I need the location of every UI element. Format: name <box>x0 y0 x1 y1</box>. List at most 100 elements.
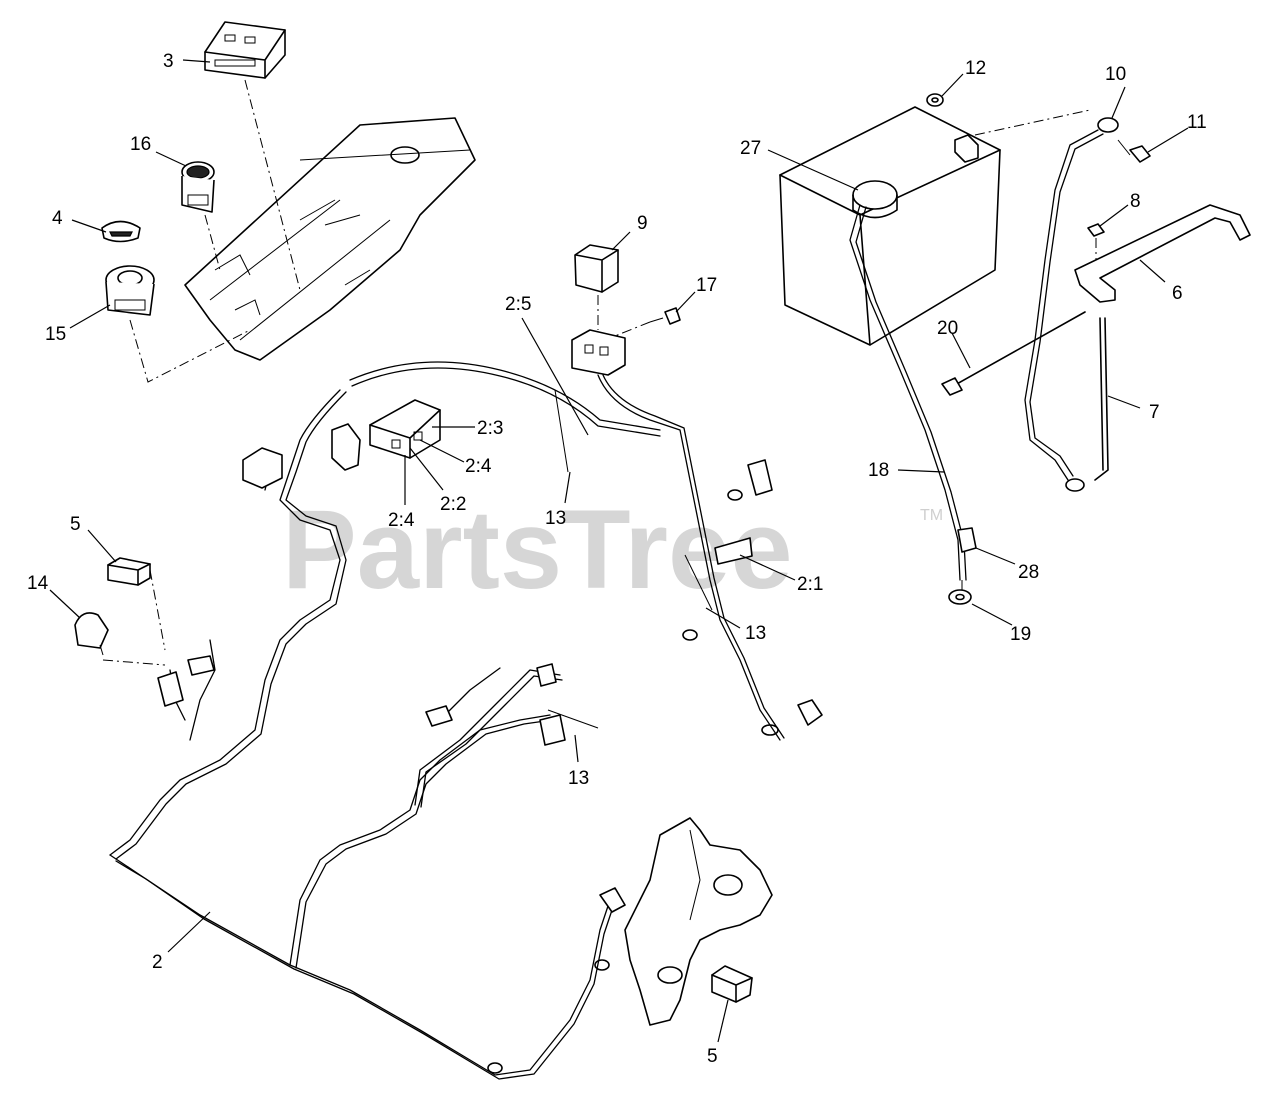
part-17-screw <box>649 307 681 325</box>
leader-line-16 <box>155 151 187 167</box>
leader-line-5b <box>717 999 729 1043</box>
callout-15: 15 <box>45 324 66 345</box>
callout-13a: 13 <box>545 508 566 529</box>
connector-right-harness <box>714 459 773 565</box>
callout-17: 17 <box>696 275 717 296</box>
leader-line-8 <box>1099 204 1129 227</box>
leader-line-7 <box>1107 395 1141 409</box>
leader-line-13c <box>574 734 579 763</box>
connector-top-left <box>242 447 283 489</box>
callout-3: 3 <box>163 51 174 72</box>
leader-line-12 <box>941 73 964 97</box>
callout-4: 4 <box>52 208 63 229</box>
battery-terminal-right <box>954 134 979 163</box>
part-12-washer <box>926 93 944 107</box>
callout-14: 14 <box>27 573 49 594</box>
part-9-relay <box>574 244 619 293</box>
watermark-text: PartsTree <box>282 487 793 612</box>
connector-left <box>157 655 215 707</box>
callout-2-3: 2:3 <box>477 418 503 439</box>
part-12-washer-hole <box>931 97 939 103</box>
part-2-wiring-harness <box>109 361 785 1080</box>
part-11-bolt <box>1117 139 1151 163</box>
leader-line-3 <box>182 59 211 63</box>
leader-line-14 <box>49 589 81 619</box>
part-10-negative-cable <box>1024 117 1119 492</box>
leader-line-17 <box>675 291 696 313</box>
relay-socket <box>571 329 626 376</box>
connector-center <box>425 663 566 746</box>
clip-13-middle <box>682 629 698 641</box>
callout-13b: 13 <box>745 623 766 644</box>
callout-2-4b: 2:4 <box>388 510 415 531</box>
callout-6: 6 <box>1172 283 1183 304</box>
part-19-washer <box>948 589 972 605</box>
battery-box <box>779 106 1001 346</box>
connector-multi-pin <box>331 423 361 471</box>
pedal-bracket <box>624 817 773 1026</box>
callout-8: 8 <box>1130 191 1141 212</box>
part-4-key <box>101 220 141 243</box>
leader-line-2-1 <box>739 554 796 581</box>
leader-line-2-4a <box>419 439 465 463</box>
leader-line-27 <box>767 149 859 191</box>
callout-2-2: 2:2 <box>440 494 466 515</box>
leader-line-4 <box>71 219 107 233</box>
zip-tie-13-middle <box>684 554 713 611</box>
part-19-washer-hole <box>955 593 965 601</box>
callout-5a: 5 <box>70 514 81 535</box>
leader-line-2-5 <box>521 317 589 436</box>
leader-line-28 <box>975 547 1016 565</box>
leader-terminal-to-cable <box>974 109 1091 136</box>
callout-5b: 5 <box>707 1046 718 1067</box>
leader-15-to-panel <box>129 319 251 383</box>
leader-line-5a <box>87 529 117 563</box>
leader-line-15 <box>69 304 111 329</box>
part-20-strap <box>941 311 1086 396</box>
part-14-sensor <box>74 612 109 656</box>
leader-line-13b <box>705 607 741 629</box>
part-5-switch-top <box>107 557 151 586</box>
callout-2-4a: 2:4 <box>465 456 492 477</box>
part-8-nut <box>1087 223 1105 237</box>
callout-2-5: 2:5 <box>505 294 531 315</box>
zip-tie-13-bottom <box>547 709 599 729</box>
leader-line-6 <box>1139 259 1166 283</box>
callout-16: 16 <box>130 134 151 155</box>
callout-27: 27 <box>740 138 761 159</box>
leader-line-19 <box>971 603 1013 626</box>
leader-line-2 <box>167 911 211 953</box>
leader-line-20 <box>951 332 971 369</box>
part-28-boot <box>957 527 977 553</box>
leader-line-10 <box>1111 86 1126 119</box>
part-3-control-module <box>204 21 286 79</box>
watermark-trademark: TM <box>920 507 943 524</box>
dash-panel <box>184 117 476 361</box>
fuse-block <box>369 399 441 459</box>
part-7-rod <box>1094 317 1109 481</box>
part-15-ignition-switch <box>105 265 155 316</box>
part-27-terminal-cover <box>852 180 898 219</box>
leader-3-to-panel <box>244 79 301 291</box>
callout-18: 18 <box>868 460 889 481</box>
leader-line-9 <box>611 231 631 251</box>
callout-13c: 13 <box>568 768 589 789</box>
callout-19: 19 <box>1010 624 1031 645</box>
callout-7: 7 <box>1149 402 1160 423</box>
part-6-bracket <box>1074 204 1251 303</box>
leader-line-2-2 <box>409 447 444 491</box>
leader-line-18 <box>897 469 945 473</box>
callout-10: 10 <box>1105 64 1126 85</box>
callout-11: 11 <box>1187 112 1207 133</box>
callout-9: 9 <box>637 213 648 234</box>
leader-5-top <box>149 569 166 651</box>
leader-line-13a <box>564 471 571 504</box>
connector-bottom <box>487 887 626 1074</box>
callout-2-1: 2:1 <box>797 574 823 595</box>
part-16-switch <box>181 161 215 213</box>
callout-28: 28 <box>1018 562 1039 583</box>
leader-16-to-panel <box>204 214 221 271</box>
callout-12: 12 <box>965 58 986 79</box>
leader-line-11 <box>1147 127 1189 153</box>
